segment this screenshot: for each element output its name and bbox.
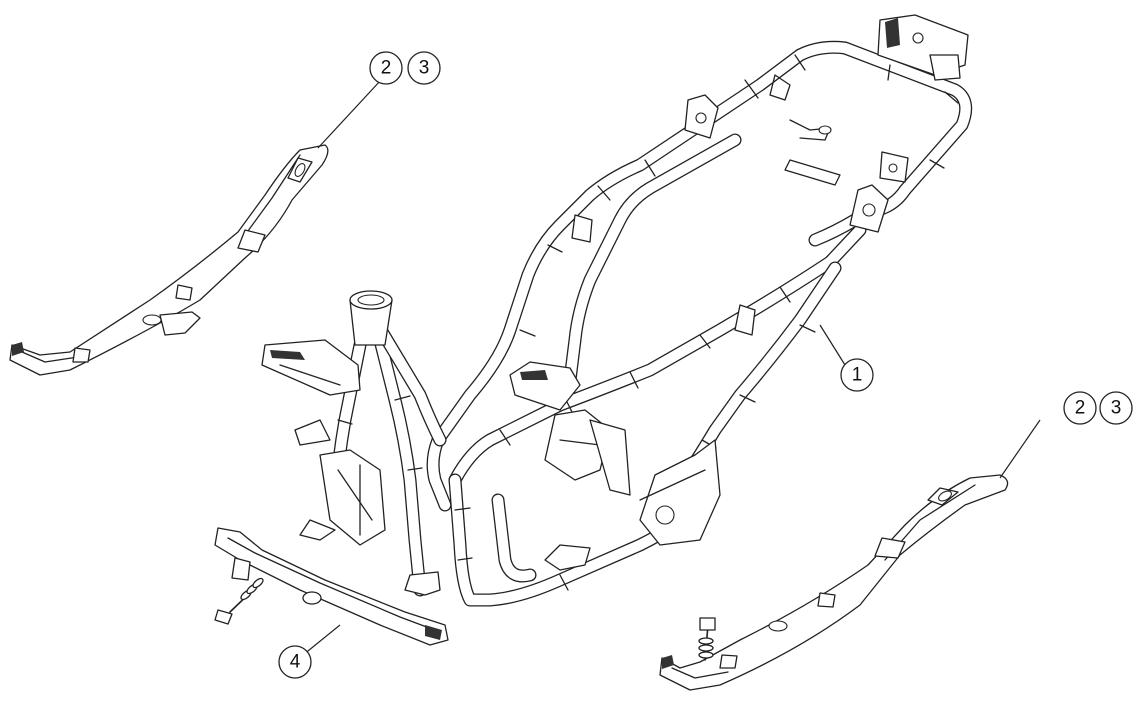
fastener-left — [214, 577, 264, 625]
footrest-bracket-left — [9, 144, 329, 376]
swingarm-bracket — [299, 439, 721, 596]
callout-2-right: 2 — [1063, 391, 1097, 425]
callout-label: 2 — [381, 58, 392, 79]
callout-3-right: 3 — [1099, 391, 1133, 425]
callout-label: 2 — [1075, 398, 1086, 419]
tube-seams — [337, 54, 959, 591]
callout-label: 4 — [290, 652, 301, 673]
rear-top-bracket — [877, 14, 969, 81]
leader-lines — [302, 79, 1041, 656]
callout-label: 3 — [419, 58, 430, 79]
callout-label: 1 — [852, 365, 863, 386]
inner-details — [769, 74, 841, 186]
callout-1: 1 — [840, 358, 874, 392]
steering-head — [261, 290, 393, 546]
center-bracket — [509, 361, 631, 496]
callout-4: 4 — [278, 645, 312, 679]
stand-bar — [214, 527, 449, 646]
footrest-bracket-right — [659, 474, 1009, 691]
callout-3-left: 3 — [407, 51, 441, 85]
callout-label: 3 — [1111, 398, 1122, 419]
fastener-right — [698, 617, 716, 661]
main-frame — [261, 14, 973, 607]
callout-2-left: 2 — [369, 51, 403, 85]
mounting-tabs — [571, 94, 909, 336]
